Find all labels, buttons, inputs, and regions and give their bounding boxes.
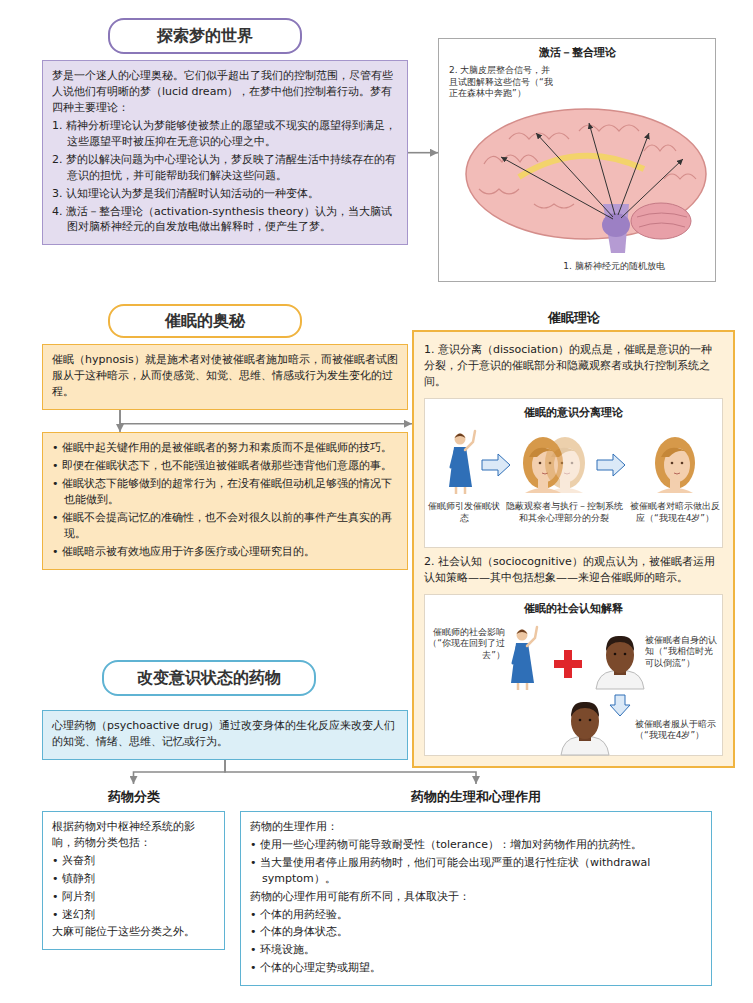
list-item: 4. 激活－整合理论（activation-synthesis theory）认… — [52, 204, 398, 236]
plus-sign — [554, 650, 582, 678]
fact-box: • 催眠中起关键作用的是被催眠者的努力和素质而不是催眠师的技巧。 • 即便在催眠状… — [42, 432, 408, 570]
brain-folds — [479, 125, 696, 208]
definition-box: 心理药物（psychoactive drug）通过改变身体的生化反应来改变人们的… — [42, 710, 408, 760]
panel-title: 催眠理论 — [414, 309, 733, 328]
subject-head — [561, 702, 609, 755]
hypnotist-figure — [449, 431, 475, 494]
body-text: 2. 社会认知（sociocognitive）的观点认为，被催眠者运用认知策略—… — [424, 554, 723, 586]
figure-box: 激活－整合理论 2. 大脑皮层整合信号，并且试图解释这些信号（“我正在森林中奔跑”… — [438, 38, 716, 282]
subject-head — [655, 437, 695, 493]
figure-label: 2. 大脑皮层整合信号，并且试图解释这些信号（“我正在森林中奔跑”） — [449, 65, 559, 100]
figure-box: 催眠的社会认知解释催眠师的社会影响（“你现在回到了过去”） 被催眠者自身的认知（“… — [424, 594, 723, 756]
theory-box: 梦是一个迷人的心理奥秘。它们似乎超出了我们的控制范围，尽管有些人说他们有明晰的梦… — [42, 60, 408, 245]
process-arrow — [597, 454, 625, 476]
body-text: 大麻可能位于这些分类之外。 — [52, 924, 215, 940]
brain-illustration — [439, 39, 715, 281]
figure-label: 催眠师的社会影响（“你现在回到了过去”） — [427, 627, 505, 662]
body-text: 根据药物对中枢神经系统的影响，药物分类包括： — [52, 819, 215, 851]
body-text: • 阿片剂 — [52, 889, 215, 905]
list-item: • 催眠中起关键作用的是被催眠者的努力和素质而不是催眠师的技巧。 — [52, 440, 398, 456]
list-item: • 个体的身体状态。 — [250, 924, 702, 940]
connector-arrow — [134, 760, 226, 784]
cerebellum — [631, 203, 691, 239]
figure-title: 催眠的意识分离理论 — [425, 399, 722, 421]
list-item: • 环境设施。 — [250, 942, 702, 958]
body-text: • 兴奋剂 — [52, 853, 215, 869]
figure-box: 催眠的意识分离理论催眠师引发催眠状态隐蔽观察者与执行－控制系统和其余心理部分的分… — [424, 398, 723, 548]
figure-label: 被催眠者自身的认知（“我相信时光可以倒流”） — [645, 635, 721, 670]
list-item: • 即便在催眠状态下，也不能强迫被催眠者做那些违背他们意愿的事。 — [52, 458, 398, 474]
body-text: 1. 意识分离（dissociation）的观点是，催眠是意识的一种分裂，介于意… — [424, 342, 723, 390]
list-item: 3. 认知理论认为梦是我们清醒时认知活动的一种变体。 — [52, 186, 398, 202]
hypnotist-figure — [511, 627, 537, 690]
list-item: 1. 精神分析理论认为梦能够使被禁止的愿望或不现实的愿望得到满足，这些愿望平时被… — [52, 118, 398, 150]
hidden-observer-head — [545, 437, 585, 493]
body-text: 药物的心理作用可能有所不同，具体取决于： — [250, 889, 702, 905]
list-item: • 个体的心理定势或期望。 — [250, 960, 702, 976]
body-text: • 迷幻剂 — [52, 907, 215, 923]
body-text: 梦是一个迷人的心理奥秘。它们似乎超出了我们的控制范围，尽管有些人说他们有明晰的梦… — [52, 68, 398, 116]
body-text: 心理药物（psychoactive drug）通过改变身体的生化反应来改变人们的… — [52, 718, 398, 750]
figure-label: 被催眠者对暗示做出反应（“我现在4岁”） — [629, 501, 721, 524]
category-box: 药物分类根据药物对中枢神经系统的影响，药物分类包括： • 兴奋剂 • 镇静剂 • 阿片… — [42, 784, 225, 950]
cerebrum — [466, 109, 706, 239]
theory-panel: 催眠的意识分离理论催眠师引发催眠状态隐蔽观察者与执行－控制系统和其余心理部分的分… — [412, 330, 735, 768]
subject-head — [596, 636, 644, 689]
connector-arrow — [120, 410, 412, 424]
box-title: 药物的生理和心理作用 — [240, 788, 712, 807]
figure-title: 催眠的社会认知解释 — [425, 595, 722, 617]
dissociation-illustration — [425, 399, 722, 549]
effects-box: 药物的生理和心理作用药物的生理作用： • 使用一些心理药物可能导致耐受性（tole… — [240, 784, 712, 986]
figure-title: 激活－整合理论 — [439, 39, 715, 61]
connector-arrow — [408, 152, 438, 154]
box-body: 药物的生理作用： • 使用一些心理药物可能导致耐受性（tolerance）：增加对… — [240, 811, 712, 986]
signal-arrows — [501, 123, 683, 219]
definition-box: 催眠（hypnosis）就是施术者对使被催眠者施加暗示，而被催眠者试图服从于这种… — [42, 344, 408, 410]
section-header: 催眠的奥秘 — [108, 304, 302, 338]
list-item: • 当大量使用者停止服用药物时，他们可能会出现严重的退行性症状（withdraw… — [250, 855, 702, 887]
section-header: 探索梦的世界 — [108, 18, 302, 54]
body-text: • 镇静剂 — [52, 871, 215, 887]
figure-label: 催眠师引发催眠状态 — [427, 501, 501, 524]
body-text: 药物的生理作用： — [250, 819, 702, 835]
list-item: 2. 梦的以解决问题为中心理论认为，梦反映了清醒生活中持续存在的有意识的担忧，并… — [52, 152, 398, 184]
brainstem — [603, 204, 629, 253]
list-item: • 催眠暗示被有效地应用于许多医疗或心理研究目的。 — [52, 544, 398, 560]
section-header: 改变意识状态的药物 — [102, 660, 316, 696]
process-arrow — [610, 695, 630, 716]
figure-label: 隐蔽观察者与执行－控制系统和其余心理部分的分裂 — [505, 501, 623, 524]
figure-label: 被催眠者服从于暗示（“我现在4岁”） — [635, 719, 719, 742]
process-arrow — [482, 454, 510, 476]
section-title: 探索梦的世界 — [157, 26, 253, 45]
pons — [602, 213, 630, 237]
list-item: • 催眠状态下能够做到的超常行为，在没有催眠但动机足够强的情况下也能做到。 — [52, 476, 398, 508]
section-title: 催眠的奥秘 — [165, 311, 245, 330]
section-title: 改变意识状态的药物 — [137, 668, 281, 687]
box-title: 药物分类 — [42, 788, 225, 807]
cerebellum-folds — [637, 213, 687, 227]
list-item: • 催眠不会提高记忆的准确性，也不会对很久以前的事件产生真实的再现。 — [52, 510, 398, 542]
figure-label: 1. 脑桥神经元的随机放电 — [539, 261, 689, 273]
list-item: • 个体的用药经验。 — [250, 907, 702, 923]
body-text: 催眠（hypnosis）就是施术者对使被催眠者施加暗示，而被催眠者试图服从于这种… — [52, 352, 398, 400]
corpus-callosum — [519, 156, 644, 177]
box-body: 根据药物对中枢神经系统的影响，药物分类包括： • 兴奋剂 • 镇静剂 • 阿片剂 • 迷… — [42, 811, 225, 951]
list-item: • 使用一些心理药物可能导致耐受性（tolerance）：增加对药物作用的抗药性… — [250, 837, 702, 853]
